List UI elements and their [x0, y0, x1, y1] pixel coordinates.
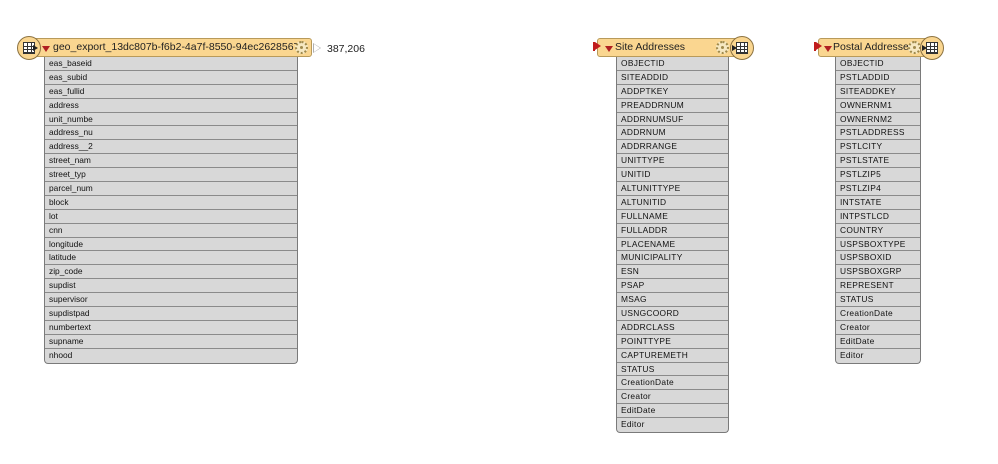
attribute-row[interactable]: PSTLADDID: [836, 71, 920, 85]
writer-arrow-icon: [922, 45, 927, 51]
feature-count: 387,206: [327, 43, 365, 55]
attribute-row[interactable]: FULLADDR: [617, 224, 728, 238]
attribute-row[interactable]: Creator: [836, 321, 920, 335]
input-port-icon[interactable]: [595, 42, 601, 50]
attribute-row[interactable]: SITEADDID: [617, 71, 728, 85]
attribute-row[interactable]: Editor: [621, 419, 645, 430]
site-addresses-title: Site Addresses: [615, 41, 686, 53]
geo-export-header[interactable]: geo_export_13dc807b-f6b2-4a7f-8550-94ec2…: [30, 38, 312, 57]
attribute-row[interactable]: ALTUNITID: [617, 196, 728, 210]
attribute-row[interactable]: UNITID: [617, 168, 728, 183]
attribute-row[interactable]: STATUS: [836, 293, 920, 308]
output-port-arrow-icon: [33, 45, 38, 51]
attribute-row[interactable]: street_nam: [45, 154, 297, 169]
attribute-row[interactable]: PSAP: [617, 279, 728, 294]
attribute-row[interactable]: ADDRNUMSUF: [617, 113, 728, 127]
attribute-row[interactable]: SITEADDKEY: [836, 85, 920, 99]
postal-addresses-title: Postal Addresses: [833, 41, 915, 53]
input-port-bar-icon: [814, 42, 816, 51]
attribute-row[interactable]: zip_code: [45, 265, 297, 280]
attribute-row[interactable]: parcel_num: [45, 182, 297, 196]
writer-arrow-icon: [732, 45, 737, 51]
attribute-row[interactable]: STATUS: [617, 363, 728, 377]
attribute-row[interactable]: USPSBOXID: [836, 251, 920, 266]
attribute-row[interactable]: MUNICIPALITY: [617, 251, 728, 266]
attribute-row[interactable]: OBJECTID: [836, 57, 920, 71]
attribute-row[interactable]: USNGCOORD: [617, 307, 728, 321]
input-port-icon[interactable]: [816, 42, 822, 50]
attribute-row[interactable]: PSTLSTATE: [836, 154, 920, 169]
attribute-row[interactable]: eas_baseid: [45, 57, 297, 71]
attribute-row[interactable]: numbertext: [45, 321, 297, 335]
collapse-arrow-icon[interactable]: [42, 46, 50, 52]
attribute-row[interactable]: PSTLZIP5: [836, 168, 920, 183]
attribute-row[interactable]: CAPTUREMETH: [617, 349, 728, 363]
attribute-row[interactable]: PSTLZIP4: [836, 182, 920, 196]
attribute-row[interactable]: ADDPTKEY: [617, 85, 728, 99]
attribute-row[interactable]: address__2: [45, 140, 297, 155]
attribute-row[interactable]: block: [45, 196, 297, 210]
attribute-row[interactable]: REPRESENT: [836, 279, 920, 294]
table-grid-icon: [926, 42, 938, 54]
attribute-row[interactable]: address: [45, 99, 297, 113]
attribute-row[interactable]: CreationDate: [617, 376, 728, 391]
attribute-row[interactable]: nhood: [49, 349, 73, 360]
attribute-row[interactable]: ESN: [617, 265, 728, 280]
attribute-row[interactable]: supname: [45, 335, 297, 349]
gear-icon[interactable]: [716, 41, 729, 54]
attribute-row[interactable]: PREADDRNUM: [617, 99, 728, 113]
attribute-row[interactable]: OBJECTID: [617, 57, 728, 71]
gear-icon[interactable]: [908, 41, 921, 54]
attribute-row[interactable]: supdist: [45, 279, 297, 294]
geo-export-title: geo_export_13dc807b-f6b2-4a7f-8550-94ec2…: [53, 41, 306, 53]
attribute-row[interactable]: ADDRCLASS: [617, 321, 728, 335]
attribute-row[interactable]: MSAG: [617, 293, 728, 308]
attribute-row[interactable]: unit_numbe: [45, 113, 297, 127]
attribute-row[interactable]: POINTTYPE: [617, 335, 728, 349]
attribute-row[interactable]: CreationDate: [836, 307, 920, 321]
attribute-row[interactable]: eas_subid: [45, 71, 297, 85]
attribute-row[interactable]: ADDRNUM: [617, 126, 728, 141]
attribute-row[interactable]: COUNTRY: [836, 224, 920, 238]
table-grid-icon: [736, 42, 748, 54]
attribute-row[interactable]: OWNERNM1: [836, 99, 920, 113]
attribute-row[interactable]: EditDate: [836, 335, 920, 349]
attribute-row[interactable]: address_nu: [45, 126, 297, 141]
collapse-arrow-icon[interactable]: [824, 46, 832, 52]
attribute-row[interactable]: supdistpad: [45, 307, 297, 321]
input-port-bar-icon: [593, 42, 595, 51]
attribute-row[interactable]: ALTUNITTYPE: [617, 182, 728, 196]
attribute-row[interactable]: supervisor: [45, 293, 297, 308]
attribute-row[interactable]: street_typ: [45, 168, 297, 183]
collapse-arrow-icon[interactable]: [605, 46, 613, 52]
attribute-row[interactable]: lot: [45, 210, 297, 224]
attribute-row[interactable]: longitude: [45, 238, 297, 252]
output-port-icon[interactable]: [313, 43, 321, 53]
attribute-row[interactable]: UNITTYPE: [617, 154, 728, 169]
attribute-row[interactable]: USPSBOXTYPE: [836, 238, 920, 252]
attribute-row[interactable]: cnn: [45, 224, 297, 238]
attribute-row[interactable]: USPSBOXGRP: [836, 265, 920, 280]
attribute-row[interactable]: INTSTATE: [836, 196, 920, 210]
attribute-row[interactable]: INTPSTLCD: [836, 210, 920, 224]
attribute-row[interactable]: OWNERNM2: [836, 113, 920, 127]
attribute-row[interactable]: PLACENAME: [617, 238, 728, 252]
attribute-row[interactable]: latitude: [45, 251, 297, 266]
attribute-row[interactable]: eas_fullid: [45, 85, 297, 99]
gear-icon[interactable]: [295, 41, 308, 54]
attribute-row[interactable]: FULLNAME: [617, 210, 728, 224]
writer-table-icon[interactable]: [920, 36, 944, 60]
postal-addresses-header[interactable]: Postal Addresses: [818, 38, 928, 57]
attribute-row[interactable]: EditDate: [617, 404, 728, 419]
attribute-row[interactable]: PSTLCITY: [836, 140, 920, 155]
site-addresses-header[interactable]: Site Addresses: [597, 38, 739, 57]
attribute-row[interactable]: ADDRRANGE: [617, 140, 728, 155]
attribute-row[interactable]: Editor: [840, 349, 864, 360]
attribute-row[interactable]: PSTLADDRESS: [836, 126, 920, 141]
attribute-row[interactable]: Creator: [617, 390, 728, 405]
